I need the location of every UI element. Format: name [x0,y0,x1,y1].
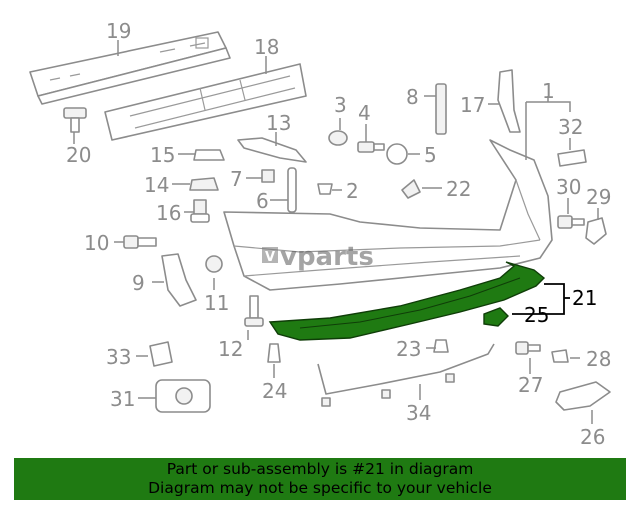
callout-16: 16 [156,201,181,225]
callout-17: 17 [460,93,485,117]
part-29-bracket[interactable] [585,217,607,245]
part-6-pin[interactable] [287,167,297,213]
callout-9: 9 [132,271,145,295]
info-banner: Part or sub-assembly is #21 in diagram D… [14,458,626,500]
part-28-clip[interactable] [551,349,569,363]
part-8-reflector[interactable] [435,83,447,135]
callout-5: 5 [424,143,437,167]
callout-22: 22 [446,177,471,201]
part-17-bracket[interactable] [497,69,521,133]
callout-4: 4 [358,101,371,125]
part-21-lower-cover-highlighted[interactable] [268,261,546,341]
callout-26: 26 [580,425,605,449]
part-33-holder[interactable] [149,341,173,367]
callout-10: 10 [84,231,109,255]
part-16-bolt[interactable] [190,199,210,223]
callout-24: 24 [262,379,287,403]
part-26-bracket[interactable] [555,381,611,411]
callout-32: 32 [558,115,583,139]
part-20-bolt[interactable] [63,107,87,133]
callout-31: 31 [110,387,135,411]
callout-34: 34 [406,401,431,425]
callout-13: 13 [266,111,291,135]
part-22-clip[interactable] [401,179,421,199]
logo-text: vparts [280,242,374,272]
callout-27: 27 [518,373,543,397]
part-7-nut[interactable] [261,169,275,183]
part-30-bolt[interactable] [557,215,585,229]
callout-11: 11 [204,291,229,315]
part-18-absorber[interactable] [104,63,307,141]
part-23-clip[interactable] [433,339,449,353]
callout-3: 3 [334,93,347,117]
callout-7: 7 [230,167,243,191]
part-27-bolt[interactable] [515,341,541,355]
callout-28: 28 [586,347,611,371]
callout-2: 2 [346,179,359,203]
callout-30: 30 [556,175,581,199]
part-12-bolt[interactable] [244,295,264,327]
callout-25: 25 [524,303,549,327]
callout-labels: 19 18 20 13 15 14 16 7 6 3 4 5 2 22 8 17… [66,19,611,449]
part-15-plate[interactable] [193,149,225,161]
banner-line-1: Part or sub-assembly is #21 in diagram [166,460,474,478]
part-4-bolt[interactable] [357,141,385,153]
banner-line-2: Diagram may not be specific to your vehi… [148,479,492,497]
callout-20: 20 [66,143,91,167]
part-13-bracket[interactable] [237,137,307,163]
callout-1: 1 [542,79,555,103]
callout-33: 33 [106,345,131,369]
part-2-clip[interactable] [317,183,333,195]
leader-lines [73,40,599,424]
part-19-reinforcement[interactable] [29,31,231,105]
brand-logo: V vparts [262,242,374,272]
part-34-wire-harness[interactable] [317,343,495,407]
callout-6: 6 [256,189,269,213]
part-11-nut[interactable] [205,255,223,273]
callout-12: 12 [218,337,243,361]
callout-14: 14 [144,173,169,197]
callout-29: 29 [586,185,611,209]
logo-mark: V [265,250,275,265]
callout-18: 18 [254,35,279,59]
part-14-clip[interactable] [189,177,219,191]
part-5-cap[interactable] [386,143,408,165]
part-24-clip[interactable] [267,343,281,363]
parts-diagram: V vparts [29,19,611,449]
part-3-grommet[interactable] [328,130,348,146]
callout-23: 23 [396,337,421,361]
callout-15: 15 [150,143,175,167]
part-10-bolt[interactable] [123,235,157,249]
part-1-bumper-cover[interactable] [223,139,553,291]
part-32-clip[interactable] [557,149,587,167]
part-31-sensor[interactable] [155,379,211,413]
callout-21-highlighted: 21 [572,286,597,310]
callout-8: 8 [406,85,419,109]
callout-19: 19 [106,19,131,43]
part-25-cap-highlighted[interactable] [483,307,509,327]
part-9-bracket[interactable] [161,253,197,307]
